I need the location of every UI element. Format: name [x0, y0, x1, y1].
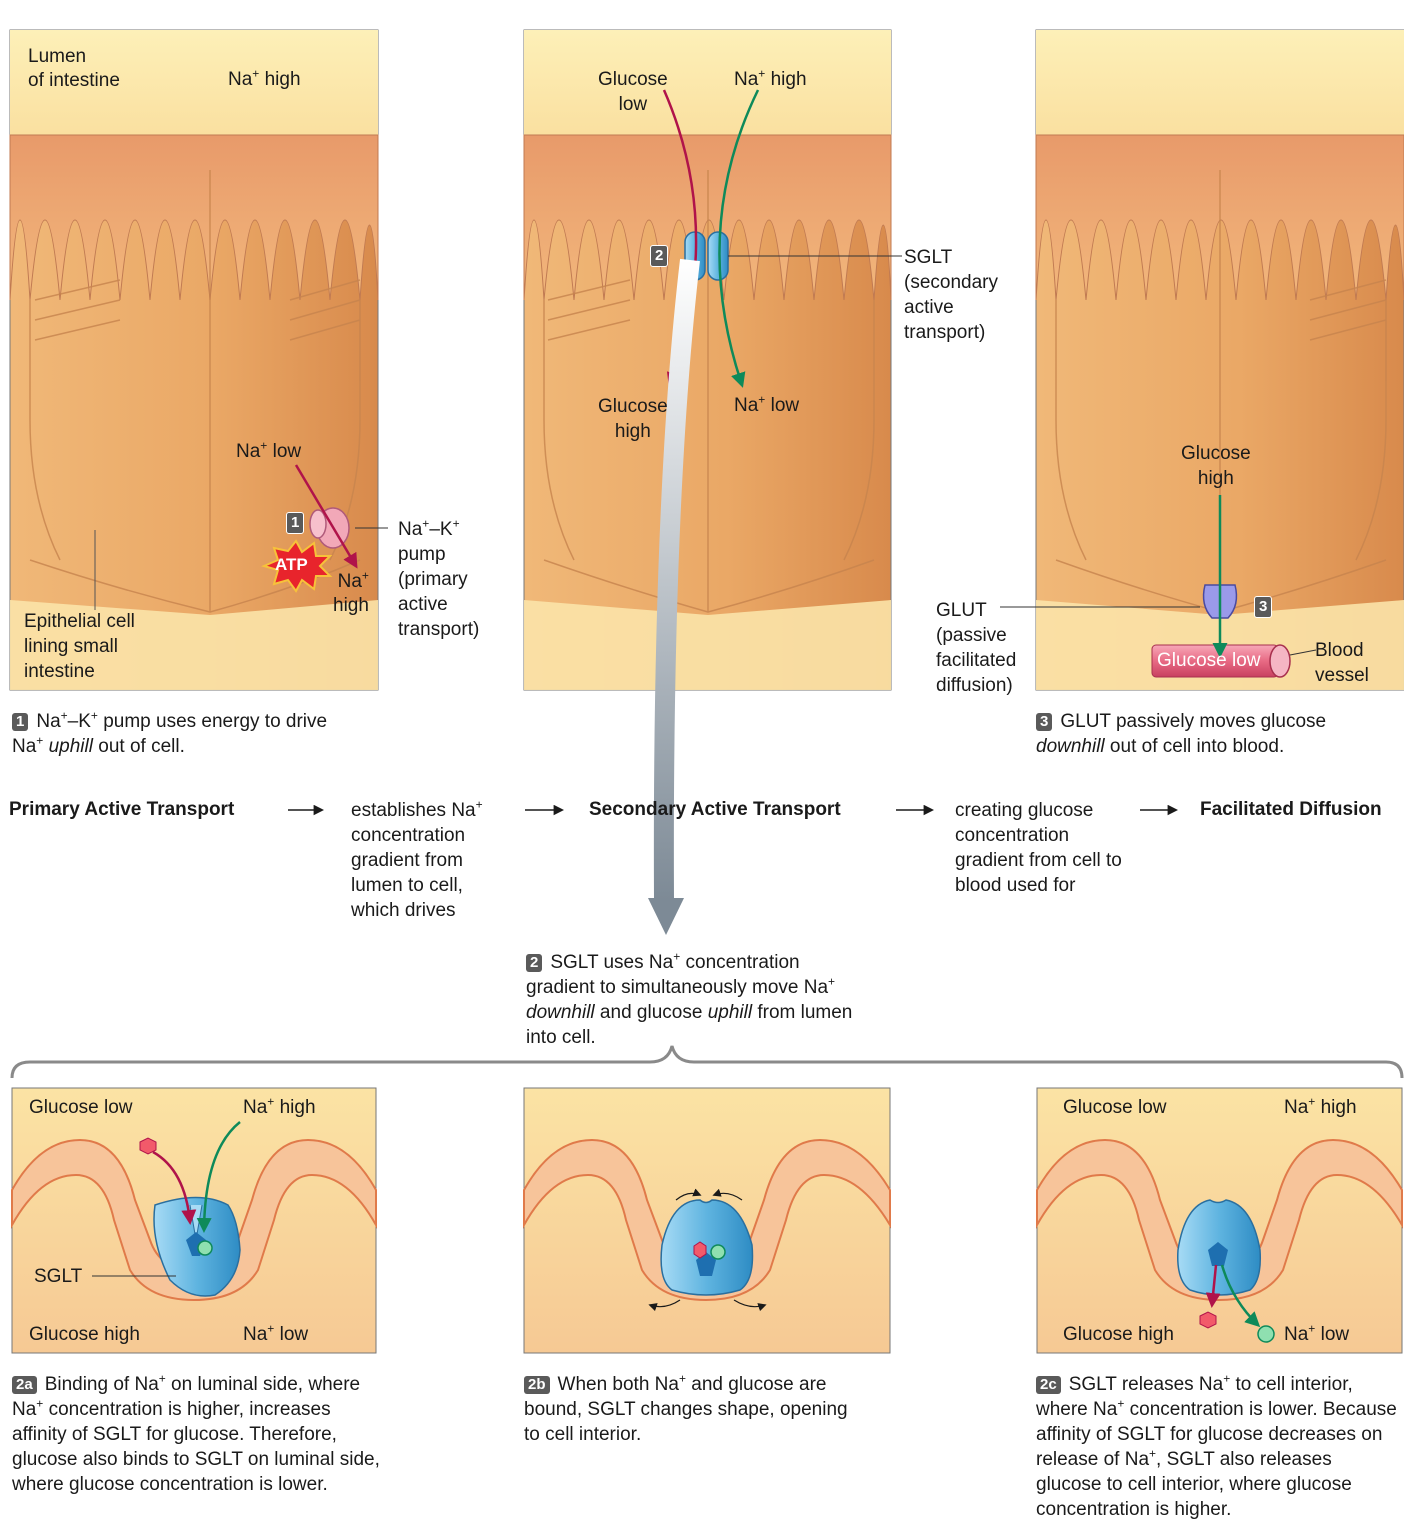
- flow-primary: Primary Active Transport: [9, 798, 234, 822]
- d2a-glucose-low-label: Glucose low: [29, 1096, 133, 1120]
- p2-na-high-label: Na+ high: [734, 68, 807, 92]
- glut-label: GLUT (passive facilitated diffusion): [936, 598, 1016, 698]
- badge-1-image: 1: [286, 512, 304, 534]
- p1-na-high-label: Na+ high: [228, 68, 301, 92]
- sglt-label: SGLT (secondary active transport): [904, 245, 998, 345]
- d2c-glucose-low-label: Glucose low: [1063, 1096, 1167, 1120]
- badge-3: 3: [1036, 713, 1052, 731]
- badge-3-image: 3: [1254, 596, 1272, 618]
- badge-2b: 2b: [524, 1376, 550, 1394]
- primary-panel: [10, 30, 388, 690]
- atp-label: ATP: [275, 555, 308, 575]
- badge-2a: 2a: [12, 1376, 37, 1394]
- p2-glucose-high-label: Glucose high: [598, 394, 668, 444]
- glucose-low-vessel-label: Glucose low: [1157, 649, 1261, 673]
- p2-glucose-low-label: Glucose low: [598, 67, 668, 117]
- badge-2-image: 2: [650, 245, 668, 267]
- flow-creating: creating glucose concentration gradient …: [955, 798, 1130, 898]
- lumen-label: Lumen of intestine: [28, 45, 120, 93]
- p3-glucose-high-label: Glucose high: [1181, 441, 1251, 491]
- d2a-sglt-label: SGLT: [34, 1265, 82, 1289]
- d2a-na-high-label: Na+ high: [243, 1096, 316, 1120]
- flow-secondary: Secondary Active Transport: [589, 798, 841, 822]
- flow-facilitated: Facilitated Diffusion: [1200, 798, 1382, 822]
- facilitated-panel: [1000, 30, 1404, 690]
- d2c-na-low-label: Na+ low: [1284, 1323, 1349, 1347]
- badge-2: 2: [526, 954, 542, 972]
- d2c-na-high-label: Na+ high: [1284, 1096, 1357, 1120]
- badge-1: 1: [12, 713, 28, 731]
- d2c-glucose-high-label: Glucose high: [1063, 1323, 1174, 1347]
- d2a-na-low-label: Na+ low: [243, 1323, 308, 1347]
- p2-na-low-label: Na+ low: [734, 394, 799, 418]
- blood-vessel-label: Blood vessel: [1315, 638, 1369, 688]
- badge-2c: 2c: [1036, 1376, 1061, 1394]
- p1-na-high-cell-label: Na+high: [333, 570, 369, 618]
- d2a-glucose-high-label: Glucose high: [29, 1323, 140, 1347]
- p1-na-low-label: Na+ low: [236, 440, 301, 464]
- epithelial-label: Epithelial cell lining small intestine: [24, 609, 135, 684]
- flow-establishes: establishes Na+ concentration gradient f…: [351, 798, 501, 923]
